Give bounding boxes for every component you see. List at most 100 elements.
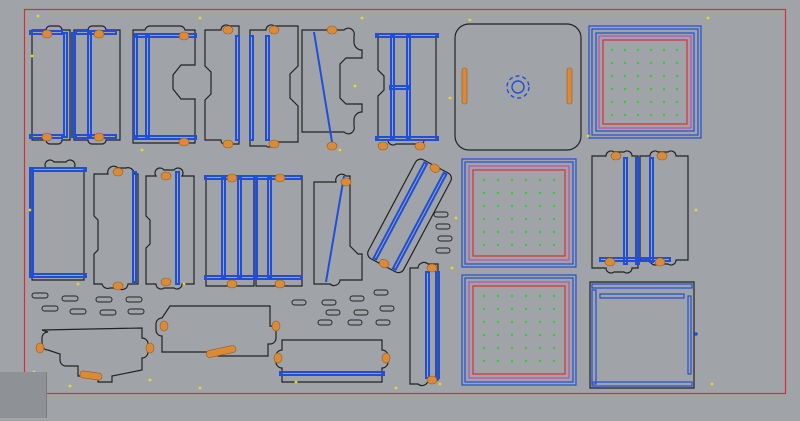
marker-dot [198,386,202,390]
rounded-lid-panel[interactable] [454,23,582,151]
grid-dot [496,359,500,363]
grid-dot [510,320,514,324]
grid-dot [538,191,542,195]
double-frame-panel[interactable] [204,173,303,289]
grid-dot [482,230,486,234]
grid-dot [552,320,556,324]
grid-dot [510,294,514,298]
marker-dot [394,386,398,390]
grid-dot [552,217,556,221]
grid-dot [623,100,627,104]
grid-dot [552,346,556,350]
grid-dot [482,307,486,311]
grid-dot [552,230,556,234]
grid-dot [496,307,500,311]
grid-dot [496,230,500,234]
frame-panel-c[interactable] [145,167,195,290]
grid-dot [552,307,556,311]
grid-dot [649,113,653,117]
grid-dot [496,333,500,337]
marker-dot [30,54,34,58]
grid-dot [510,191,514,195]
grid-dot [538,307,542,311]
tall-strip-panel[interactable] [409,261,440,387]
grid-dot [482,346,486,350]
diagonal-strut-panel[interactable] [301,25,363,151]
grid-dot [623,113,627,117]
side-panel-double-2[interactable] [591,150,689,274]
grid-dot [675,61,679,65]
grid-dot [538,243,542,247]
rotated-panel[interactable] [365,155,455,276]
grid-dot [610,87,614,91]
frame-panel-a[interactable] [29,159,87,281]
grid-dot [482,333,486,337]
marker-dot [448,96,452,100]
side-panel-double-1[interactable] [29,25,121,145]
grid-dot [538,178,542,182]
grid-dot [675,87,679,91]
grid-panel-middle[interactable] [461,158,577,268]
grid-dot [482,243,486,247]
grid-dot [623,61,627,65]
grid-dot [496,217,500,221]
pill-cluster-left [31,292,145,316]
grid-dot [524,204,528,208]
base-plate-left[interactable] [35,327,155,383]
base-plate-middle[interactable] [155,305,281,358]
grid-dot [524,333,528,337]
pill-cluster-center [433,211,453,254]
marker-dot [694,208,698,212]
bracket-panel-1[interactable] [132,25,197,147]
grid-dot [510,359,514,363]
grid-dot [482,359,486,363]
grid-dot [649,100,653,104]
frame-panel-b[interactable] [93,165,139,291]
marker-dot [28,208,32,212]
grid-dot [510,217,514,221]
gear-icon [506,75,530,99]
grid-dot [662,74,666,78]
grid-dot [552,333,556,337]
marker-dot [338,148,342,152]
grid-dot [496,346,500,350]
grid-dot [524,217,528,221]
grid-dot [610,100,614,104]
grid-dot [662,100,666,104]
base-plate-bottom[interactable] [273,339,391,383]
grid-dot [538,320,542,324]
grid-dot [482,294,486,298]
grid-dot [610,48,614,52]
grid-dot [524,294,528,298]
grid-dot [610,61,614,65]
marker-dot [438,382,442,386]
grid-dot [649,74,653,78]
grid-dot [623,48,627,52]
slanted-panel[interactable] [313,173,363,287]
grid-dot [496,320,500,324]
grid-panel-bottom[interactable] [461,274,577,386]
notched-panel-pair[interactable] [204,24,299,149]
marker-dot [76,282,80,286]
grid-dot [552,178,556,182]
marker-dot [706,16,710,20]
grid-dot [662,87,666,91]
grid-panel-top-right[interactable] [588,25,702,139]
corner-tab [0,372,47,418]
grid-dot [538,294,542,298]
h-frame-panel[interactable] [375,33,439,151]
grid-dot [510,333,514,337]
grid-dot [610,113,614,117]
grid-dot [675,100,679,104]
marker-dot [468,18,472,22]
open-frame-panel[interactable] [589,281,698,389]
grid-dot [524,346,528,350]
grid-dot [510,204,514,208]
grid-dot [482,217,486,221]
marker-dot [36,14,40,18]
grid-dot [510,230,514,234]
grid-dot [538,346,542,350]
grid-dot [482,204,486,208]
grid-dot [649,48,653,52]
